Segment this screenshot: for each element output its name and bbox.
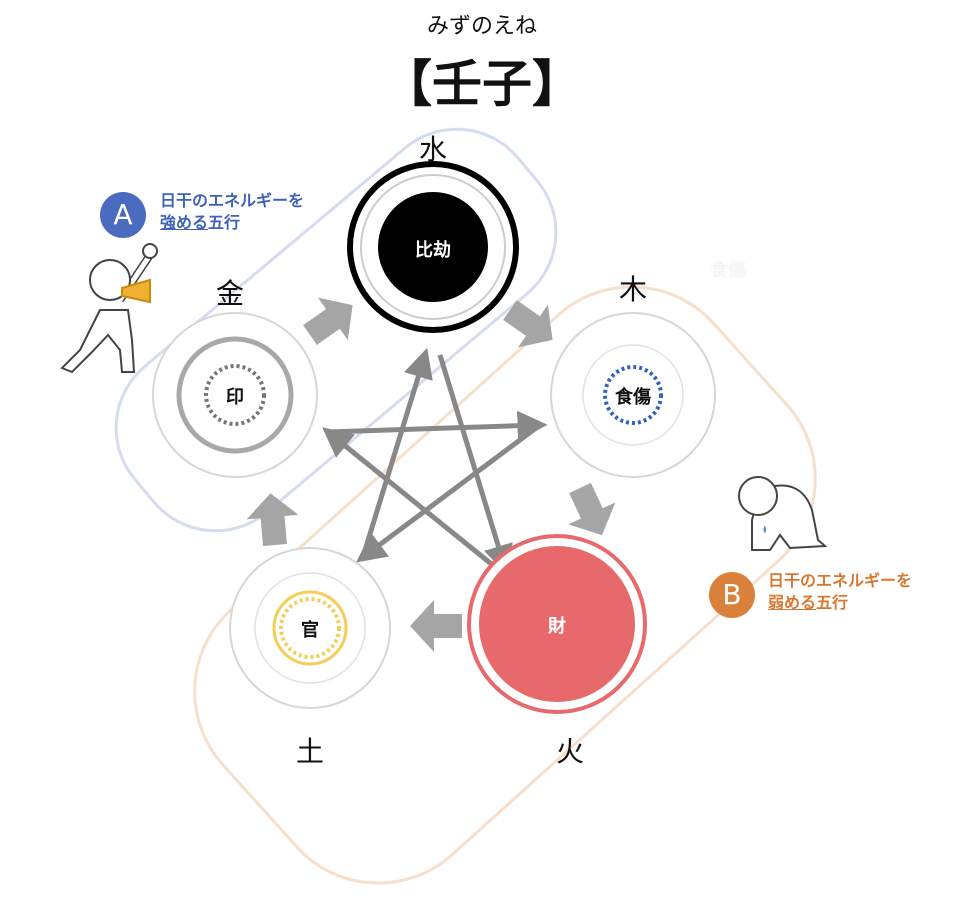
- earth-circle: [229, 547, 391, 709]
- element-earth-label: 土: [295, 735, 324, 768]
- badge-a: A: [100, 192, 146, 238]
- arrow-water-to-wood: [503, 300, 553, 348]
- arrow-fire-to-earth: [410, 600, 462, 652]
- wood-circle: [550, 312, 716, 478]
- role-water: 比劫: [415, 240, 451, 261]
- role-wood: 食傷: [615, 387, 651, 408]
- note-a: 日干のエネルギーを 強める五行: [160, 190, 304, 234]
- arrow-earth-to-metal: [246, 493, 299, 547]
- strengthen-group-outline: [114, 127, 558, 533]
- star-line: [437, 354, 513, 576]
- star-line: [322, 427, 507, 577]
- crouching-figure-icon: [738, 476, 828, 551]
- note-b-rest: 五行: [816, 593, 849, 612]
- ghost-label: 食傷: [710, 260, 746, 281]
- control-star: [322, 347, 548, 577]
- note-b: 日干のエネルギーを 弱める五行: [768, 570, 912, 614]
- star-line: [327, 410, 548, 441]
- role-earth: 官: [301, 620, 319, 641]
- role-metal: 印: [226, 387, 244, 408]
- arrow-metal-to-water: [303, 297, 353, 345]
- generation-arrows: [246, 297, 616, 652]
- element-water-label: 水: [418, 133, 447, 166]
- note-b-line1: 日干のエネルギーを: [768, 571, 913, 590]
- element-wood-label: 木: [618, 273, 647, 306]
- element-fire-label: 火: [555, 735, 584, 768]
- element-metal-label: 金: [215, 277, 244, 310]
- role-fire: 財: [548, 616, 566, 637]
- note-a-rest: 五行: [208, 213, 241, 232]
- reading-label: みずのえね: [426, 14, 537, 39]
- arrow-wood-to-fire: [568, 482, 616, 536]
- note-a-line1: 日干のエネルギーを: [160, 191, 305, 210]
- note-b-underlined: 弱める: [768, 593, 817, 612]
- star-line: [355, 422, 542, 563]
- note-a-underlined: 強める: [160, 213, 209, 232]
- page-title: 【壬子】: [382, 54, 582, 113]
- cheering-figure-icon: [60, 243, 158, 374]
- star-line: [359, 347, 433, 561]
- badge-b: B: [709, 572, 755, 618]
